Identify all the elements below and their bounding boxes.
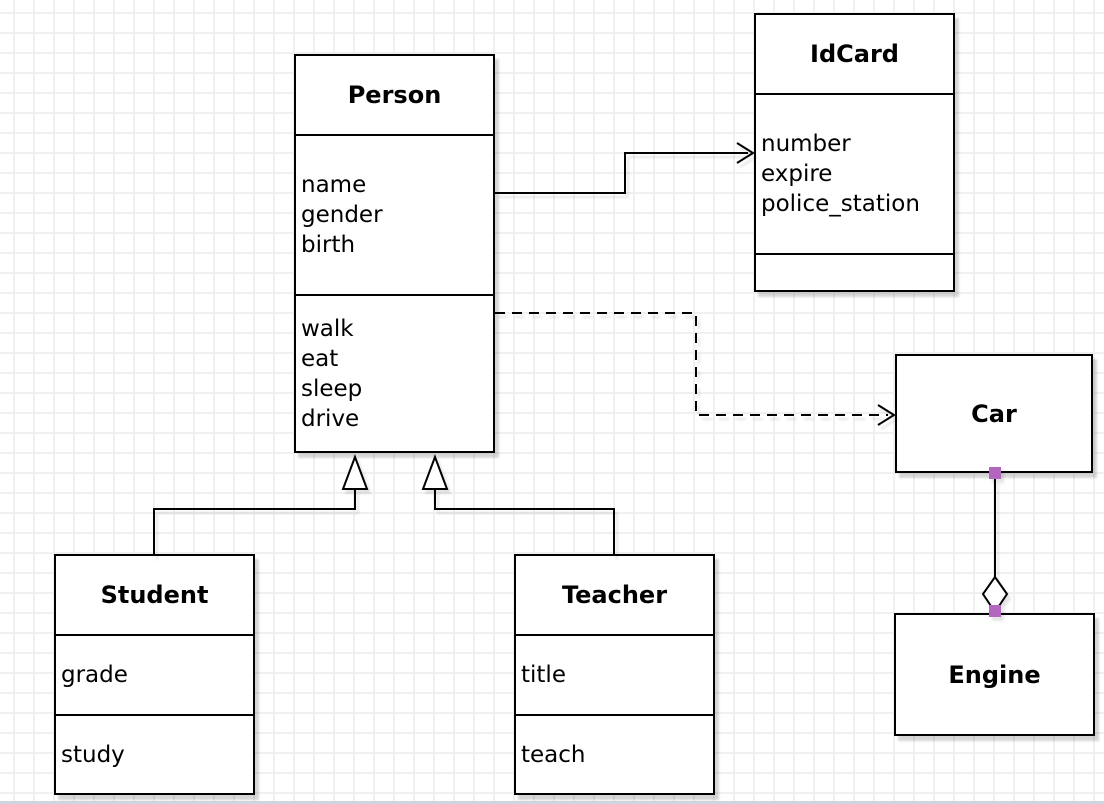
methods-section-empty [756,253,953,290]
class-title: IdCard [810,40,899,68]
class-title: Teacher [561,581,668,609]
hollow-diamond-icon [981,575,1009,614]
class-box-person[interactable]: Person name gender birth walk eat sleep … [294,54,495,453]
attribute: expire [761,161,833,187]
method: study [61,741,125,768]
attribute: number [761,131,851,157]
open-arrowhead-icon [736,142,755,164]
method: walk [301,315,354,342]
attributes-section: name gender birth [296,134,493,294]
generalization-student-person[interactable] [153,488,356,556]
class-box-idcard[interactable]: IdCard number expire police_station [754,13,955,292]
generalization-teacher-person[interactable] [434,488,615,556]
hollow-triangle-icon [421,454,449,490]
canvas-bottom-edge [0,801,1104,804]
class-title: Car [971,399,1017,428]
class-title: Student [100,581,209,609]
attribute: birth [301,232,356,258]
method: sleep [301,375,363,402]
attribute: gender [301,202,383,228]
open-arrowhead-icon [877,404,896,426]
class-title: Engine [948,660,1041,689]
methods-section: study [56,714,253,793]
attribute: title [521,662,566,688]
attributes-section: title [516,634,713,714]
attribute: police_station [761,191,920,217]
class-box-car[interactable]: Car [895,354,1093,473]
dependency-person-car[interactable] [495,312,888,416]
method: teach [521,741,586,768]
attribute: grade [61,662,128,688]
attributes-section: number expire police_station [756,93,953,253]
method: drive [301,405,360,432]
association-person-idcard[interactable] [495,152,748,194]
attributes-section: grade [56,634,253,714]
attribute: name [301,172,367,198]
class-box-engine[interactable]: Engine [894,613,1095,736]
class-box-student[interactable]: Student grade study [54,554,255,795]
method: eat [301,345,339,372]
methods-section: walk eat sleep drive [296,294,493,451]
class-title: Person [347,81,442,109]
class-box-teacher[interactable]: Teacher title teach [514,554,715,795]
methods-section: teach [516,714,713,793]
hollow-triangle-icon [341,454,369,490]
